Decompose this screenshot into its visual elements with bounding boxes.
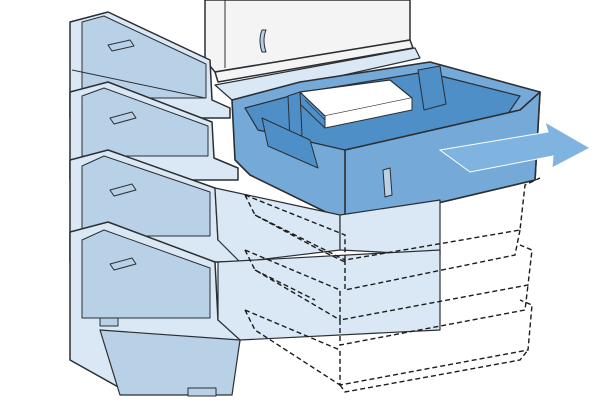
arrow-icon (438, 120, 592, 173)
tray-2-open (69, 47, 541, 226)
dashed-outline-2 (244, 244, 533, 346)
tray-4-handle (109, 257, 137, 271)
tray-1-handle (107, 39, 135, 52)
tray-2-frame-handle (109, 111, 137, 125)
printer-body (204, 0, 414, 83)
tray-4 (69, 221, 441, 397)
dashed-outlines (244, 177, 541, 393)
dashed-outline-3 (244, 299, 533, 393)
open-tray-front-handle (382, 167, 393, 198)
paper-guide-rear (261, 117, 319, 169)
tray-4-base (99, 329, 241, 396)
dashed-outline-1 (244, 177, 541, 291)
pull-out-arrow (438, 120, 592, 173)
tray-3-handle (109, 183, 137, 197)
printer-door-handle (259, 29, 267, 53)
paper-guide-right (417, 65, 447, 111)
tray-4-front (217, 249, 441, 341)
paper-guide-left (287, 91, 303, 141)
